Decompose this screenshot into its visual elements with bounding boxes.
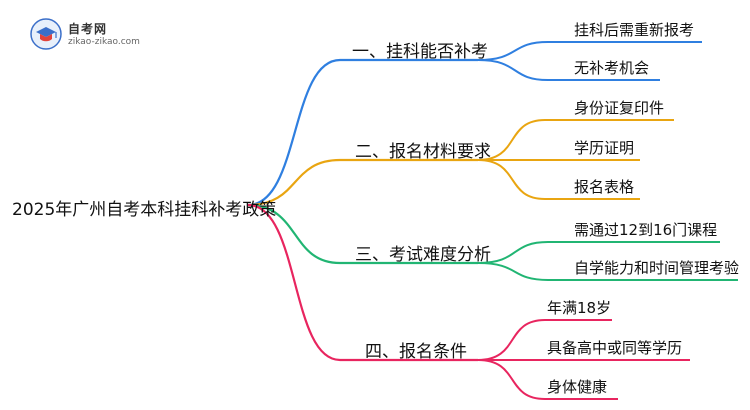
root-topic: 2025年广州自考本科挂科补考政策: [12, 200, 277, 220]
logo-name: 自考网: [68, 22, 108, 36]
branch-4-leaf-3: 身体健康: [547, 378, 608, 396]
graduation-cap-logo-icon: [30, 18, 62, 50]
branch-2-leaf-1: 身份证复印件: [574, 99, 665, 117]
branch-4-label: 四、报名条件: [365, 342, 467, 362]
branch-4-leaf-2: 具备高中或同等学历: [547, 339, 683, 357]
connector-b4-leaf-3: [477, 359, 618, 400]
connector-root-branch-3: [247, 203, 478, 265]
connector-b4-leaf-1: [477, 319, 612, 361]
branch-2-leaf-3: 报名表格: [574, 178, 635, 196]
branch-2-leaf-2: 学历证明: [574, 139, 635, 157]
branch-3-leaf-1: 需通过12到16门课程: [574, 221, 718, 239]
branch-1-label: 一、挂科能否补考: [352, 42, 488, 62]
connector-b1-leaf-2: [477, 59, 660, 81]
connector-b3-leaf-1: [477, 241, 720, 264]
connector-b2-leaf-3: [477, 159, 640, 200]
site-logo[interactable]: 自考网 zikao-zikao.com: [30, 18, 150, 52]
connector-root-branch-4: [247, 203, 478, 362]
connector-b3-leaf-2: [477, 262, 738, 281]
branch-3-leaf-2: 自学能力和时间管理考验: [574, 259, 740, 277]
connector-b2-leaf-1: [477, 119, 674, 161]
branch-1-leaf-1: 挂科后需重新报考: [574, 21, 695, 39]
logo-url: zikao-zikao.com: [68, 37, 140, 47]
connector-b1-leaf-1: [477, 41, 702, 61]
branch-1-leaf-2: 无补考机会: [574, 59, 650, 77]
connector-root-branch-1: [247, 58, 478, 207]
connector-root-branch-2: [247, 158, 478, 207]
branch-4-leaf-1: 年满18岁: [547, 299, 612, 317]
branch-2-label: 二、报名材料要求: [355, 142, 491, 162]
branch-3-label: 三、考试难度分析: [355, 245, 491, 265]
